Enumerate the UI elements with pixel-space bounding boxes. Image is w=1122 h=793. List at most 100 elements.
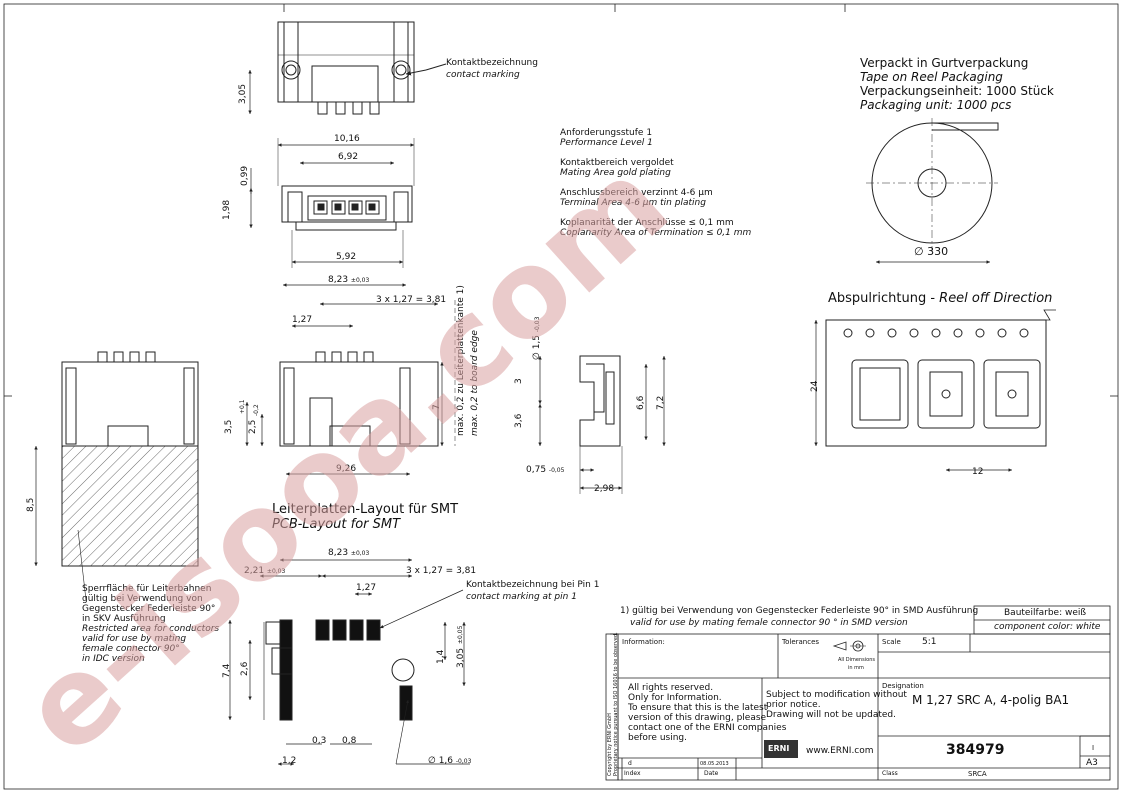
title-block-lines [605,605,1111,781]
restricted-de-line: gültig bei Verwendung von [82,594,203,604]
tol-plus-0-1: +0,1 [239,399,246,414]
dim-1-27-pcb: 1,27 [356,583,377,593]
revision-letter: d [628,760,632,767]
pcb-layout-outline [228,558,470,766]
dim-10-16: 10,16 [334,134,360,144]
spec-item: Koplanarität der Anschlüsse ≤ 0,1 mm Cop… [560,218,751,238]
restricted-en-line: female connector 90° [82,644,180,654]
subject-line: Drawing will not be updated. [766,710,897,720]
contact-marking-pin1-de: Kontaktbezeichnung bei Pin 1 [466,580,600,590]
packaging-de-1: Verpackt in Gurtverpackung [860,56,1029,70]
dim-2-98: 2,98 [594,484,615,494]
dim-0-8: 0,8 [342,736,357,746]
pcb-layout-en: PCB-Layout for SMT [272,517,401,532]
sheet-number: I [1092,744,1095,752]
packaging-block: Verpackt in Gurtverpackung Tape on Reel … [860,56,1054,112]
drawing-number: 384979 [946,742,1005,758]
spec-de: Koplanarität der Anschlüsse ≤ 0,1 mm [560,218,734,228]
rights-line: before using. [628,733,687,743]
dim-3x1-27: 3 x 1,27 = 3,81 [376,295,447,305]
dim-8-23-pcb: 8,23 ±0,03 [328,548,370,558]
packaging-en-2: Packaging unit: 1000 pcs [860,98,1012,112]
designation-label: Designation [882,682,924,690]
dim-3-5: 3,5 [224,419,234,434]
designation-value: M 1,27 SRC A, 4-polig BA1 [912,693,1070,707]
index-label: Index [624,770,641,777]
spec-en: Mating Area gold plating [560,168,671,178]
restricted-de-line: in SKV Ausführung [82,614,166,624]
reel-outline [866,118,999,264]
restricted-area-note: Sperrfläche für Leiterbahnen gültig bei … [82,584,219,664]
dim-12-pitch: 12 [972,467,984,477]
rights-line: version of this drawing, please [628,713,767,723]
packaging-de-2: Verpackungseinheit: 1000 Stück [860,84,1054,98]
class-value: SRCA [968,770,987,778]
dim-7: 7 [432,404,442,410]
pcb-layout-title: Leiterplatten-Layout für SMT PCB-Layout … [272,502,458,532]
subject-note: Subject to modification without prior no… [766,690,907,720]
rights-line: All rights reserved. [628,683,714,693]
component-color-de: Bauteilfarbe: weiß [1004,608,1087,618]
subject-line: Subject to modification without [766,690,907,700]
spec-item: Kontaktbereich vergoldet Mating Area gol… [560,158,751,178]
contact-marking-de: Kontaktbezeichnung [446,58,538,68]
left-view-outline [34,351,199,601]
revision-date: 08.05.2013 [700,761,729,767]
website-label: www.ERNI.com [806,746,874,756]
restricted-en-line: valid for use by mating [82,634,187,644]
packaging-en-1: Tape on Reel Packaging [860,70,1003,84]
dim-phi-1-5: ∅ 1,5 -0,03 [532,316,542,360]
dim-2-6: 2,6 [240,661,250,676]
dim-24: 24 [810,380,820,392]
dim-6-6: 6,6 [636,395,646,410]
spec-en: Terminal Area 4-6 µm tin plating [560,198,706,208]
board-edge-de: max. 0,2 zu Leiterplattenkante 1) [456,285,466,436]
scale-value: 5:1 [922,637,937,647]
dim-6-92: 6,92 [338,152,359,162]
dim-1-27: 1,27 [292,315,313,325]
rights-note: All rights reserved. Only for Informatio… [628,683,786,743]
restricted-en-line: Restricted area for conductors [82,624,220,634]
right-profile-outline [538,355,666,494]
all-dims-label: All Dimensions [838,657,875,663]
erni-logo: ERNI [768,744,790,753]
dim-3x1-27-pcb: 3 x 1,27 = 3,81 [406,566,477,576]
dim-3-6: 3,6 [514,413,524,428]
dim-8-23: 8,23 ±0,03 [328,275,370,285]
dim-8-5: 8,5 [26,497,36,512]
copyright-line-2: Proprietary notice pursuant to ISO 16016… [613,632,619,776]
dim-0-3: 0,3 [312,736,327,746]
subject-line: prior notice. [766,700,821,710]
contact-marking-pin1-en: contact marking at pin 1 [466,592,577,602]
spec-en: Coplanarity Area of Termination ≤ 0,1 mm [560,228,752,238]
tol-pm-0-05: ±0,05 [457,625,464,644]
rights-line: Only for Information. [628,693,722,703]
reel-off-title: Abspulrichtung - Reel off Direction [828,291,1053,306]
pcb-layout-de: Leiterplatten-Layout für SMT [272,502,459,517]
spec-de: Anforderungsstufe 1 [560,128,653,138]
spec-item: Anschlussbereich verzinnt 4-6 µm Termina… [560,188,751,208]
spec-de: Kontaktbereich vergoldet [560,158,674,168]
in-mm-label: in mm [848,665,864,671]
spec-item: Anforderungsstufe 1 Performance Level 1 [560,128,751,148]
dim-3-05: 3,05 [238,83,248,104]
sheet-size: A3 [1086,758,1098,768]
scale-label: Scale [882,638,901,646]
center-view-outline [245,300,456,476]
dim-1-98: 1,98 [222,199,232,220]
tape-outline [814,309,1056,472]
dim-9-26: 9,26 [336,464,357,474]
dim-phi-1-6: ∅ 1,6 -0,03 [428,756,472,766]
board-edge-en: max. 0,2 to board edge [470,330,480,436]
tol-minus-0-2: -0,2 [253,404,260,416]
footnote-en: valid for use by mating female connector… [630,618,908,628]
contact-marking-en: contact marking [446,70,520,80]
information-label: Information: [622,638,665,646]
dim-3: 3 [514,378,524,384]
sheet-frame [3,3,1119,790]
restricted-de-line: Sperrfläche für Leiterbahnen [82,584,212,594]
dim-reel-diameter: ∅ 330 [914,245,949,258]
footnote-de: 1) gültig bei Verwendung von Gegenstecke… [620,606,979,616]
